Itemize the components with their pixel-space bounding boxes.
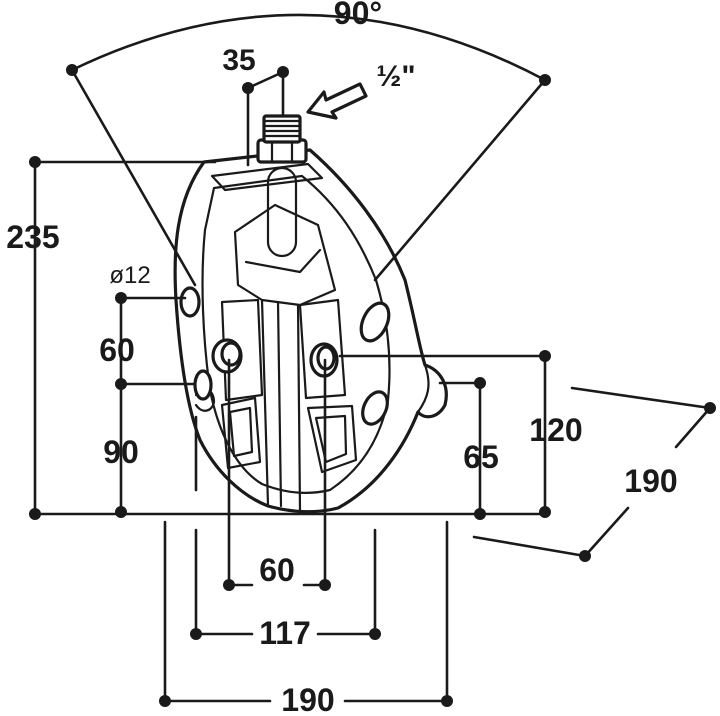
angle-label: 90° [334,0,382,31]
depth-190-dimension [472,386,716,562]
depth-label: 190 [624,463,677,499]
thread-size-label: ½" [376,60,415,93]
mounting-holes [179,286,391,426]
height-120-dimension [338,350,551,518]
bottom-mid-width-label: 117 [259,615,311,651]
hole-diameter-label: ø12 [109,262,150,289]
thread-arrow [306,82,368,120]
width-117-dimension [190,415,381,640]
right-height-inner-label: 65 [463,439,499,475]
fitting-body [173,148,448,514]
thread-spacing-label: 35 [222,44,255,77]
overall-height-label: 235 [6,219,59,255]
width-190-dimension [159,520,453,707]
thread-connector [256,114,308,164]
hole-spacing-label: 60 [99,332,135,368]
thread-spacing-dimension [242,66,289,167]
right-height-outer-label: 120 [529,412,582,448]
lower-hole-height-label: 90 [103,434,139,470]
height-65-dimension [438,377,486,520]
bottom-overall-width-label: 190 [281,682,334,716]
angle-dimension [66,13,551,287]
width-60-dimension [223,358,331,591]
bottom-inner-width-label: 60 [259,552,295,588]
